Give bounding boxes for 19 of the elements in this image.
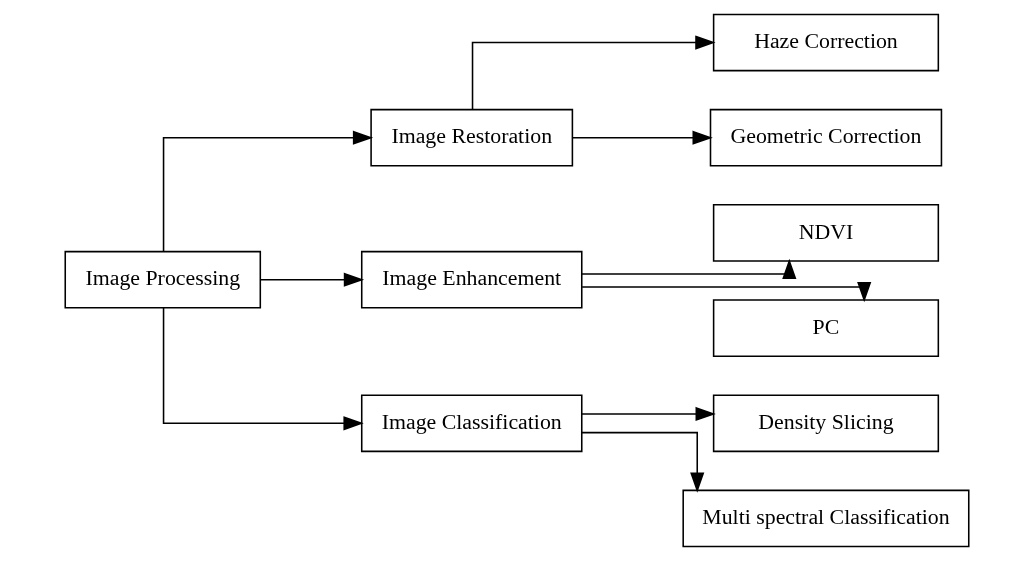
arrow (259, 272, 365, 287)
arrow (581, 282, 872, 303)
node-box: Density Slicing (712, 394, 940, 453)
node-box: Image Restoration (370, 108, 574, 167)
node-box: Multi spectral Classification (682, 489, 970, 548)
node-box: Image Processing (64, 250, 262, 309)
arrow (581, 258, 797, 279)
node-box: NDVI (712, 204, 940, 262)
arrow (162, 130, 374, 252)
node-box: Geometric Correction (709, 108, 943, 167)
node-box: PC (712, 299, 940, 357)
arrow (581, 431, 705, 493)
arrow (572, 130, 713, 145)
node-box: Image Enhancement (360, 250, 583, 309)
arrow (162, 307, 364, 431)
node-box: Image Classification (360, 394, 583, 453)
arrow (581, 406, 716, 422)
arrow (471, 35, 716, 110)
node-box: Haze Correction (712, 13, 940, 72)
